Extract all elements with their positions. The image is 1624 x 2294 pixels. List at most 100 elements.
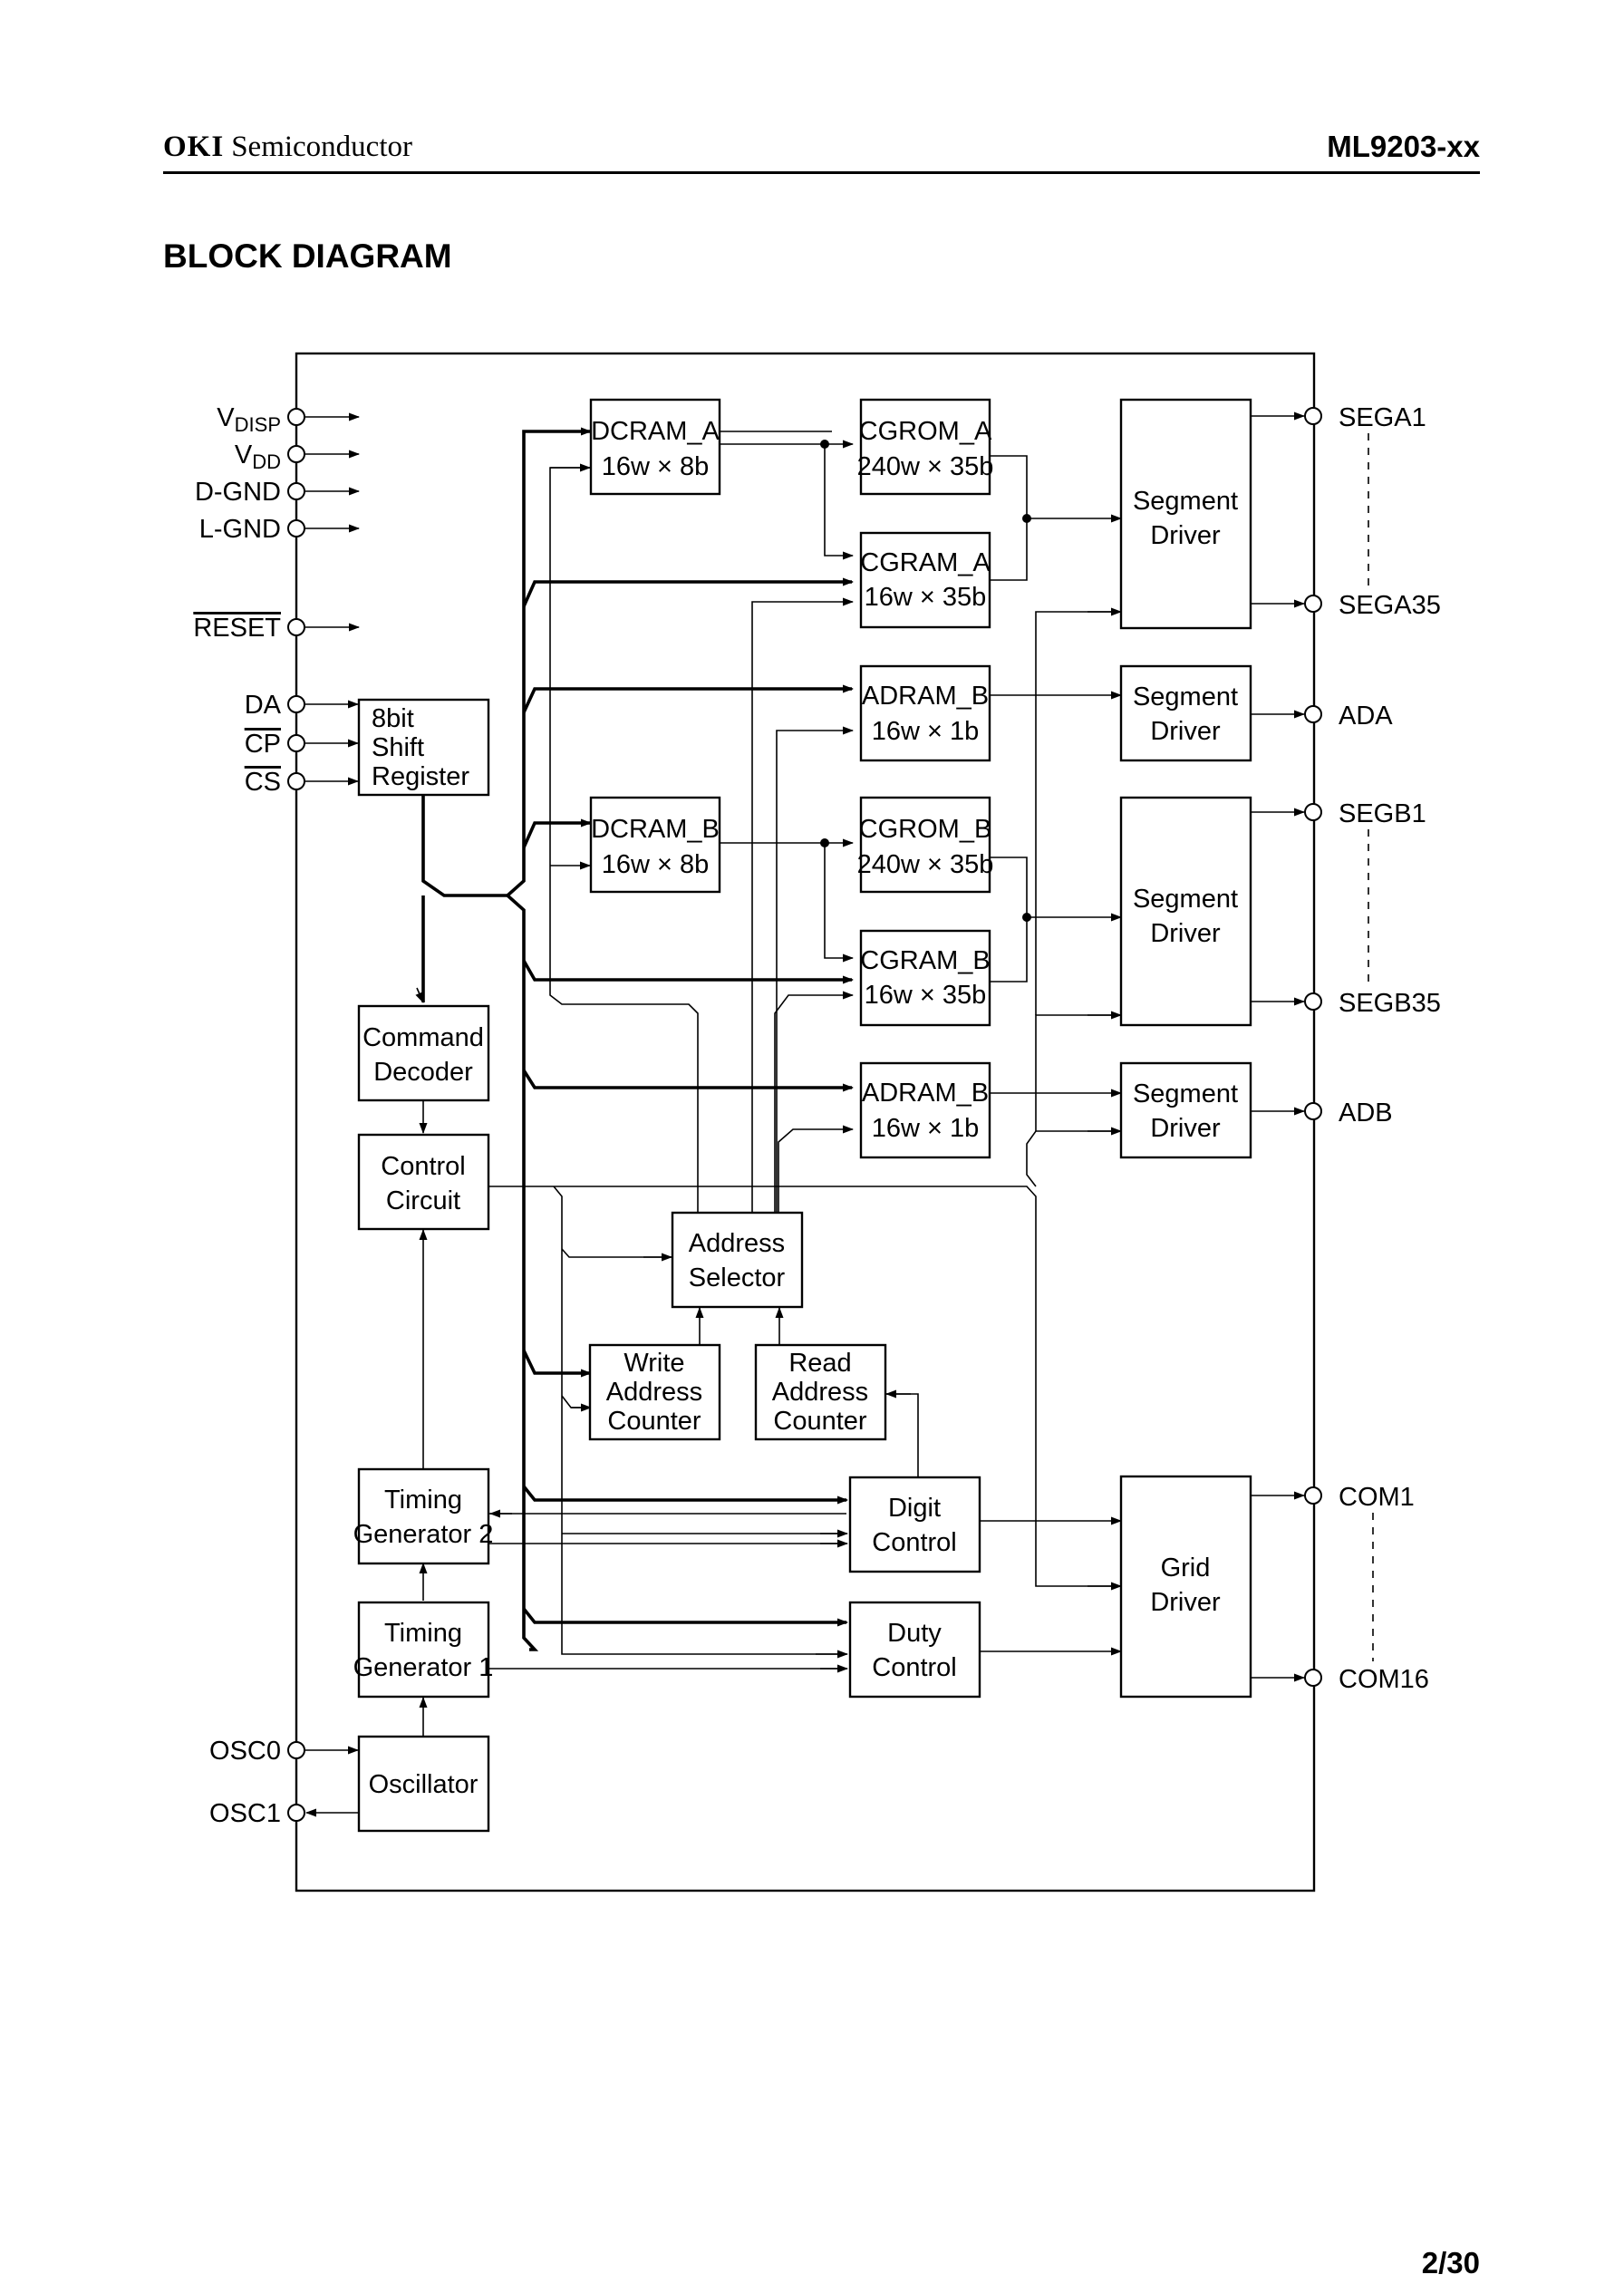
oscillator-block: Oscillator — [357, 1735, 490, 1833]
svg-text:Oscillator: Oscillator — [369, 1770, 478, 1799]
reset-label: RESET — [193, 614, 281, 643]
svg-text:Driver: Driver — [1150, 521, 1221, 550]
segment-driver-ada-block: Segment Driver — [1119, 664, 1252, 762]
ada-pin — [1304, 705, 1322, 723]
vdd-label: VDD — [235, 440, 281, 473]
svg-text:Command: Command — [362, 1023, 484, 1052]
da-label: DA — [245, 691, 282, 720]
digit-control-block: Digit Control — [848, 1476, 981, 1573]
svg-text:16w × 1b: 16w × 1b — [872, 717, 980, 746]
svg-text:16w × 8b: 16w × 8b — [602, 850, 710, 879]
svg-text:Segment: Segment — [1133, 885, 1238, 914]
svg-text:Counter: Counter — [607, 1407, 701, 1436]
address-selector-block: Address Selector — [671, 1211, 804, 1309]
osc1-label: OSC1 — [209, 1799, 281, 1828]
svg-text:16w × 35b: 16w × 35b — [865, 981, 987, 1010]
command-decoder-block: Command Decoder — [357, 1004, 490, 1102]
brand-name: OKI — [163, 131, 225, 163]
svg-text:Driver: Driver — [1150, 717, 1221, 746]
svg-text:Segment: Segment — [1133, 682, 1238, 711]
part-number: ML9203-xx — [1327, 130, 1480, 163]
cs-label: CS — [245, 768, 281, 797]
write-address-counter-block: Write Address Counter — [588, 1343, 721, 1441]
com16-pin — [1304, 1669, 1322, 1687]
svg-text:Circuit: Circuit — [386, 1186, 460, 1215]
cp-label: CP — [245, 730, 281, 759]
sega1-label: SEGA1 — [1339, 403, 1426, 432]
osc0-label: OSC0 — [209, 1737, 281, 1766]
svg-text:Control: Control — [872, 1653, 957, 1682]
segb1-label: SEGB1 — [1339, 799, 1426, 828]
timing-generator-1-block: Timing Generator 1 — [353, 1601, 493, 1699]
svg-text:Segment: Segment — [1133, 1079, 1238, 1108]
dcram-a-block: DCRAM_A 16w × 8b — [589, 398, 721, 496]
sega35-label: SEGA35 — [1339, 591, 1441, 620]
svg-text:Segment: Segment — [1133, 487, 1238, 516]
svg-text:Address: Address — [772, 1378, 868, 1407]
svg-text:ADRAM_B: ADRAM_B — [862, 682, 989, 711]
svg-text:CGROM_A: CGROM_A — [859, 417, 992, 446]
svg-text:Duty: Duty — [887, 1619, 942, 1648]
timing-generator-2-block: Timing Generator 2 — [353, 1467, 494, 1565]
cgram-a-block: CGRAM_A 16w × 35b — [859, 531, 991, 629]
svg-text:Read: Read — [788, 1349, 851, 1378]
duty-control-block: Duty Control — [848, 1601, 981, 1699]
svg-text:Generator 2: Generator 2 — [353, 1520, 494, 1549]
svg-text:Timing: Timing — [384, 1486, 462, 1515]
dcram-b-block: DCRAM_B 16w × 8b — [589, 796, 721, 894]
svg-text:Counter: Counter — [773, 1407, 867, 1436]
ada-label: ADA — [1339, 702, 1393, 731]
com1-label: COM1 — [1339, 1483, 1415, 1512]
svg-text:240w × 35b: 240w × 35b — [857, 452, 994, 481]
svg-text:Write: Write — [624, 1349, 684, 1378]
svg-text:240w × 35b: 240w × 35b — [857, 850, 994, 879]
lgnd-pin — [287, 519, 305, 537]
svg-text:Grid: Grid — [1161, 1554, 1211, 1583]
da-pin — [287, 695, 305, 713]
reset-pin — [287, 618, 305, 636]
svg-text:Address: Address — [689, 1229, 785, 1258]
com16-label: COM16 — [1339, 1665, 1429, 1694]
shift-register-block: 8bit Shift Register — [357, 698, 490, 797]
cgrom-a-block: CGROM_A 240w × 35b — [857, 398, 994, 496]
lgnd-label: L-GND — [199, 515, 281, 544]
sega1-pin — [1304, 407, 1322, 425]
com1-pin — [1304, 1486, 1322, 1505]
segment-driver-adb-block: Segment Driver — [1119, 1061, 1252, 1159]
svg-text:16w × 35b: 16w × 35b — [865, 583, 987, 612]
osc0-pin — [287, 1741, 305, 1759]
svg-text:Control: Control — [381, 1152, 466, 1181]
svg-text:Control: Control — [872, 1528, 957, 1557]
svg-text:CGRAM_B: CGRAM_B — [860, 946, 990, 975]
address-wires — [419, 440, 1122, 1736]
segb1-pin — [1304, 803, 1322, 821]
svg-text:Selector: Selector — [689, 1263, 786, 1292]
svg-text:ADRAM_B: ADRAM_B — [862, 1079, 989, 1108]
svg-text:Shift: Shift — [372, 733, 424, 762]
control-circuit-block: Control Circuit — [357, 1133, 490, 1231]
cs-pin — [287, 772, 305, 790]
svg-text:Decoder: Decoder — [373, 1058, 473, 1087]
svg-text:Register: Register — [372, 762, 469, 791]
vdisp-label: VDISP — [217, 403, 281, 436]
vdd-pin — [287, 445, 305, 463]
svg-text:CGROM_B: CGROM_B — [859, 815, 992, 844]
section-title: BLOCK DIAGRAM — [163, 237, 452, 275]
svg-text:Driver: Driver — [1150, 1588, 1221, 1617]
svg-text:8bit: 8bit — [372, 704, 414, 733]
left-pins: VDISP VDD D-GND L-GND RESET DA CP CS OSC… — [193, 403, 360, 1828]
segb35-label: SEGB35 — [1339, 989, 1441, 1018]
svg-text:DCRAM_B: DCRAM_B — [591, 815, 720, 844]
svg-text:16w × 8b: 16w × 8b — [602, 452, 710, 481]
cgrom-b-block: CGROM_B 240w × 35b — [857, 796, 994, 894]
svg-text:CGRAM_A: CGRAM_A — [860, 548, 991, 577]
cp-pin — [287, 734, 305, 752]
adb-pin — [1304, 1102, 1322, 1120]
right-pins: SEGA1 SEGA35 ADA SEGB1 SEGB35 ADB COM1 C… — [1252, 403, 1441, 1694]
data-bus — [421, 430, 852, 1651]
svg-text:16w × 1b: 16w × 1b — [872, 1114, 980, 1143]
svg-text:Driver: Driver — [1150, 919, 1221, 948]
